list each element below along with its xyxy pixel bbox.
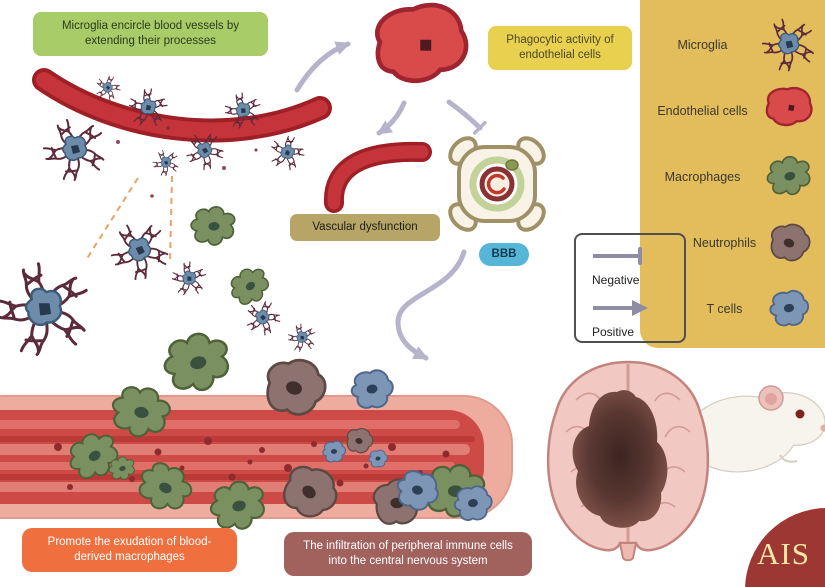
microglia-encircle-label: Microglia encircle blood vessels by exte…: [33, 12, 268, 56]
cell-legend-panel: Microglia Endothelial cells Macrophages …: [640, 0, 825, 348]
neutrophil-cells: [266, 358, 429, 531]
mouse-nose: [820, 424, 825, 432]
red-blood-cell-dots: [54, 436, 471, 490]
legend-item-microglia: Microglia: [640, 12, 825, 78]
macrophage-icon: [766, 155, 811, 196]
infiltration-label: The infiltration of peripheral immune ce…: [284, 532, 532, 576]
arrow-to-endothelial: [294, 41, 351, 93]
relation-arrows: [294, 41, 487, 361]
relation-key: Negative Positive: [574, 233, 686, 343]
legend-item-endothelial: Endothelial cells: [640, 78, 825, 144]
ais-label: AIS: [757, 536, 810, 571]
bottom-blood-vessel: [0, 395, 513, 519]
legend-item-t-cells: T cells: [640, 276, 825, 342]
blood-vessel-top: [32, 68, 332, 143]
stroke-lesion: [572, 390, 668, 528]
phagocytic-activity-label: Phagocytic activity of endothelial cells: [488, 26, 632, 70]
legend-item-macrophages: Macrophages: [640, 144, 825, 210]
microglia-label: Microglia: [677, 38, 728, 52]
neutrophils-label: Neutrophils: [692, 236, 757, 250]
bbb-cross-section: [448, 136, 546, 232]
mouse-ear: [758, 385, 784, 411]
microglia-cells: [0, 71, 320, 371]
negative-label: Negative: [592, 273, 640, 287]
arrow-to-bottom-vessel: [395, 249, 467, 361]
mouse-eye: [795, 409, 805, 419]
endothelial-cell-large: [372, 1, 470, 86]
microglia-icon: [761, 17, 817, 73]
dysfunctional-vessel: [323, 141, 432, 213]
positive-arrow-icon: [593, 300, 648, 316]
neutrophil-icon: [770, 223, 811, 262]
positive-label: Positive: [592, 325, 635, 339]
arrow-to-vascular-dysfunction: [376, 100, 407, 136]
legend-item-neutrophils: Neutrophils: [640, 210, 825, 276]
magnification-dashes: [85, 175, 173, 263]
vascular-dysfunction-label: Vascular dysfunction: [290, 214, 440, 241]
exudation-label: Promote the exudation of blood-derived m…: [22, 528, 237, 572]
inhibition-t-bar-icon: [593, 247, 642, 265]
mouse-illustration: [685, 385, 825, 473]
debris-dots: [93, 116, 258, 198]
t-cells-label: T cells: [706, 302, 743, 316]
t-cell-icon: [769, 289, 810, 327]
macrophages-label: Macrophages: [664, 170, 741, 184]
endothelial-label: Endothelial cells: [657, 104, 748, 118]
macrophage-cells: [63, 202, 490, 530]
bbb-badge: BBB: [479, 243, 529, 266]
t-cell-cells: [322, 369, 493, 521]
brain-illustration: [546, 360, 710, 562]
endothelial-cell-icon: [765, 86, 813, 127]
inhibition-to-bbb: [446, 99, 487, 135]
